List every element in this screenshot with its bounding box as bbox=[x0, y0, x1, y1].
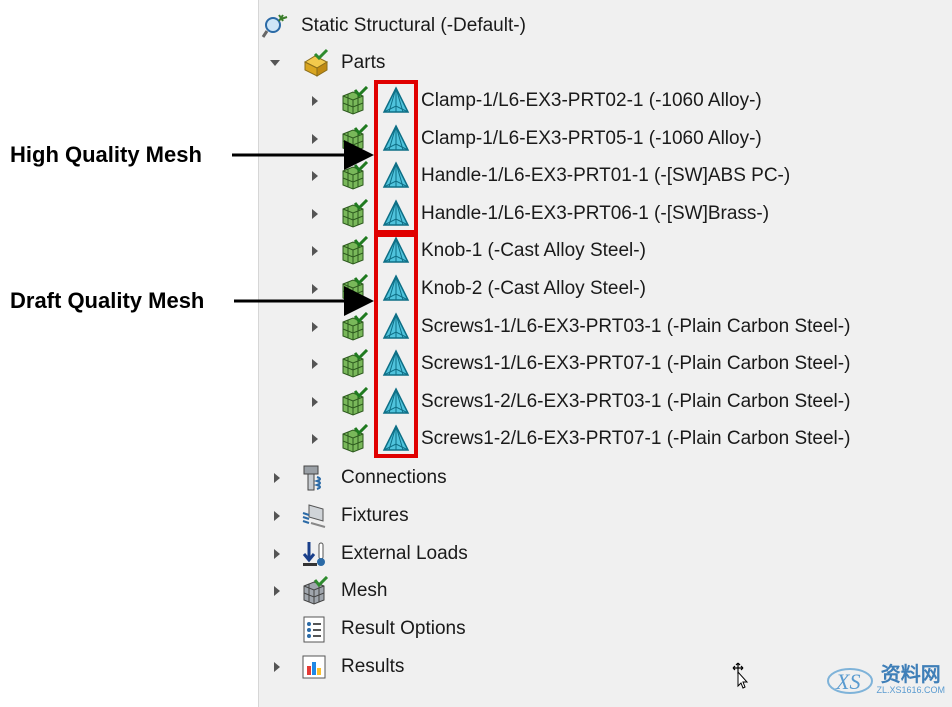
mesh-icon bbox=[303, 576, 329, 605]
solid-body-icon bbox=[342, 312, 369, 341]
chevron-right-icon[interactable] bbox=[309, 170, 321, 182]
part-item-label: Screws1-2/L6-EX3-PRT03-1 (-Plain Carbon … bbox=[421, 391, 851, 412]
results-label: Results bbox=[341, 656, 405, 677]
tree-root-static-structural[interactable]: Static Structural (-Default-) bbox=[259, 11, 949, 41]
chevron-right-icon[interactable] bbox=[271, 510, 283, 522]
part-item-label: Screws1-1/L6-EX3-PRT03-1 (-Plain Carbon … bbox=[421, 316, 851, 337]
result-options-label: Result Options bbox=[341, 618, 466, 639]
mesh-label: Mesh bbox=[341, 580, 388, 601]
tree-item-mesh[interactable]: Mesh bbox=[259, 576, 949, 606]
mesh-quality-icon bbox=[382, 424, 410, 451]
connections-label: Connections bbox=[341, 467, 447, 488]
chevron-right-icon[interactable] bbox=[271, 548, 283, 560]
draft-quality-mesh-annotation: Draft Quality Mesh bbox=[10, 288, 205, 313]
chevron-right-icon[interactable] bbox=[309, 358, 321, 370]
chevron-right-icon[interactable] bbox=[309, 133, 321, 145]
solid-body-icon bbox=[342, 199, 369, 228]
part-item[interactable]: Screws1-2/L6-EX3-PRT03-1 (-Plain Carbon … bbox=[259, 387, 949, 417]
part-item[interactable]: Handle-1/L6-EX3-PRT01-1 (-[SW]ABS PC-) bbox=[259, 161, 949, 191]
solid-body-icon bbox=[342, 349, 369, 378]
part-item[interactable]: Screws1-2/L6-EX3-PRT07-1 (-Plain Carbon … bbox=[259, 424, 949, 454]
watermark-subtext: ZL.XS1616.COM bbox=[876, 685, 945, 695]
part-item-label: Handle-1/L6-EX3-PRT01-1 (-[SW]ABS PC-) bbox=[421, 165, 791, 186]
parts-folder-icon bbox=[303, 48, 329, 77]
part-item[interactable]: Knob-2 (-Cast Alloy Steel-) bbox=[259, 274, 949, 304]
tree-item-connections[interactable]: Connections bbox=[259, 463, 949, 493]
solid-body-icon bbox=[342, 86, 369, 115]
part-item-label: Clamp-1/L6-EX3-PRT05-1 (-1060 Alloy-) bbox=[421, 128, 762, 149]
result-options-icon bbox=[303, 616, 325, 643]
external-loads-label: External Loads bbox=[341, 543, 468, 564]
tree-item-results[interactable]: Results bbox=[259, 652, 949, 682]
mesh-quality-icon bbox=[382, 387, 410, 414]
chevron-right-icon[interactable] bbox=[309, 321, 321, 333]
solid-body-icon bbox=[342, 161, 369, 190]
watermark-logo: XS 资料网 ZL.XS1616.COM bbox=[826, 661, 945, 697]
part-item[interactable]: Clamp-1/L6-EX3-PRT05-1 (-1060 Alloy-) bbox=[259, 124, 949, 154]
part-item-label: Clamp-1/L6-EX3-PRT02-1 (-1060 Alloy-) bbox=[421, 90, 762, 111]
solid-body-icon bbox=[342, 274, 369, 303]
mesh-quality-icon bbox=[382, 86, 410, 113]
solid-body-icon bbox=[342, 387, 369, 416]
feature-tree-panel: Static Structural (-Default-) Parts Clam… bbox=[258, 0, 952, 707]
chevron-down-icon[interactable] bbox=[269, 57, 281, 69]
watermark-text: 资料网 bbox=[880, 662, 941, 686]
watermark-xs-icon: XS bbox=[827, 668, 874, 694]
mesh-quality-icon bbox=[382, 349, 410, 376]
static-study-icon bbox=[261, 14, 288, 38]
chevron-right-icon[interactable] bbox=[309, 245, 321, 257]
svg-text:XS: XS bbox=[835, 669, 860, 694]
part-item[interactable]: Clamp-1/L6-EX3-PRT02-1 (-1060 Alloy-) bbox=[259, 86, 949, 116]
part-item[interactable]: Screws1-1/L6-EX3-PRT07-1 (-Plain Carbon … bbox=[259, 349, 949, 379]
chevron-right-icon[interactable] bbox=[271, 472, 283, 484]
part-item-label: Knob-2 (-Cast Alloy Steel-) bbox=[421, 278, 646, 299]
fixtures-icon bbox=[302, 504, 326, 528]
mesh-quality-icon bbox=[382, 236, 410, 263]
chevron-right-icon[interactable] bbox=[271, 661, 283, 673]
part-item[interactable]: Screws1-1/L6-EX3-PRT03-1 (-Plain Carbon … bbox=[259, 312, 949, 342]
chevron-right-icon[interactable] bbox=[309, 95, 321, 107]
parts-label: Parts bbox=[341, 52, 386, 73]
part-item[interactable]: Knob-1 (-Cast Alloy Steel-) bbox=[259, 236, 949, 266]
solid-body-icon bbox=[342, 236, 369, 265]
tree-root-label: Static Structural (-Default-) bbox=[301, 15, 526, 36]
connections-icon bbox=[303, 465, 321, 491]
solid-body-icon bbox=[342, 124, 369, 153]
mesh-quality-icon bbox=[382, 312, 410, 339]
tree-item-parts[interactable]: Parts bbox=[259, 48, 949, 78]
chevron-right-icon[interactable] bbox=[309, 208, 321, 220]
mesh-quality-icon bbox=[382, 199, 410, 226]
chevron-right-icon[interactable] bbox=[309, 433, 321, 445]
chevron-right-icon[interactable] bbox=[309, 396, 321, 408]
mesh-quality-icon bbox=[382, 161, 410, 188]
mesh-quality-icon bbox=[382, 124, 410, 151]
external-loads-icon bbox=[302, 542, 325, 566]
results-folder-icon bbox=[302, 655, 326, 679]
move-cursor-icon bbox=[732, 662, 749, 689]
tree-item-fixtures[interactable]: Fixtures bbox=[259, 501, 949, 531]
draft-quality-mesh-highlight bbox=[374, 233, 418, 458]
part-item-label: Handle-1/L6-EX3-PRT06-1 (-[SW]Brass-) bbox=[421, 203, 770, 224]
tree-item-result-options[interactable]: Result Options bbox=[259, 614, 949, 644]
part-item-label: Screws1-1/L6-EX3-PRT07-1 (-Plain Carbon … bbox=[421, 353, 851, 374]
tree-item-external-loads[interactable]: External Loads bbox=[259, 539, 949, 569]
part-item[interactable]: Handle-1/L6-EX3-PRT06-1 (-[SW]Brass-) bbox=[259, 199, 949, 229]
chevron-right-icon[interactable] bbox=[309, 283, 321, 295]
high-quality-mesh-annotation: High Quality Mesh bbox=[10, 142, 202, 167]
chevron-right-icon[interactable] bbox=[271, 585, 283, 597]
solid-body-icon bbox=[342, 424, 369, 453]
part-item-label: Knob-1 (-Cast Alloy Steel-) bbox=[421, 240, 646, 261]
fixtures-label: Fixtures bbox=[341, 505, 409, 526]
mesh-quality-icon bbox=[382, 274, 410, 301]
part-item-label: Screws1-2/L6-EX3-PRT07-1 (-Plain Carbon … bbox=[421, 428, 851, 449]
high-quality-mesh-highlight bbox=[374, 80, 418, 234]
